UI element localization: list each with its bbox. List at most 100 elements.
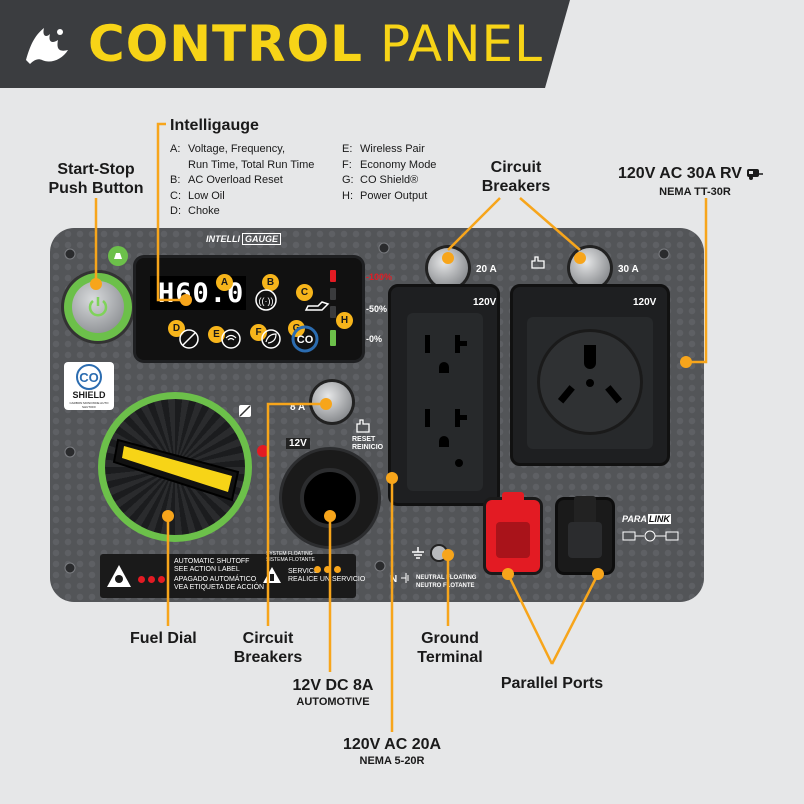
co-shield-badge: CO SHIELD CARBON MONOXIDE AUTO SHUTOFF <box>64 362 114 410</box>
rv-outlet-label: 120V AC 30A RV <box>618 165 742 182</box>
service-indicator-lights <box>314 560 341 578</box>
rv-trailer-icon <box>747 168 764 180</box>
legend-item: Run Time, Total Run Time <box>188 158 315 171</box>
auto-shutoff-en: AUTOMATIC SHUTOFF <box>174 558 250 565</box>
callout-ac-outlet: 120V AC 20A <box>342 736 442 753</box>
legend-item: A:Voltage, Frequency, <box>170 143 286 155</box>
auto-shutoff-es2: VEA ETIQUETA DE ACCIÓN <box>174 584 265 591</box>
reset-hand-icon-2 <box>531 256 545 269</box>
neutral-floating-icon: N <box>390 573 409 585</box>
low-oil-icon <box>304 301 330 311</box>
reset-hand-icon <box>356 419 370 433</box>
callout-fuel-dial: Fuel Dial <box>130 630 197 647</box>
legend-right: E:Wireless Pair F:Economy Mode G:CO Shie… <box>342 142 436 204</box>
badge-d: D <box>168 320 185 337</box>
power-icon <box>88 297 108 317</box>
auto-shutoff-en2: SEE ACTION LABEL <box>174 566 240 573</box>
shutoff-indicator-lights <box>138 570 165 588</box>
parallel-port-black[interactable] <box>558 496 612 572</box>
callout-ac-outlet-sub: NEMA 5-20R <box>359 755 425 767</box>
badge-a: A <box>216 274 233 291</box>
fuel-off-icon <box>239 405 251 417</box>
breaker-8a-label: 8 A <box>290 402 306 413</box>
parallel-port-black-socket <box>568 522 602 558</box>
breaker-30a-label: 30 A <box>618 264 639 275</box>
svg-text:CO: CO <box>297 334 314 346</box>
legend-item: D:Choke <box>170 205 220 217</box>
breaker-20a-button[interactable] <box>428 248 468 288</box>
callout-ground-terminal: Ground Terminal <box>417 630 483 666</box>
start-stop-button[interactable] <box>64 273 132 341</box>
service-wrench-icon <box>263 567 281 583</box>
parallel-port-red-socket <box>496 522 530 558</box>
callout-parallel-ports: Parallel Ports <box>500 675 604 692</box>
power-led-green <box>330 330 336 346</box>
economy-mode-icon[interactable] <box>260 328 282 350</box>
power-led-mid <box>330 288 336 300</box>
parallel-port-black-cap <box>574 496 596 524</box>
ac-20a-receptacles <box>425 335 467 467</box>
panel-screws <box>64 242 670 574</box>
page-title: CONTROL PANEL <box>88 14 543 74</box>
co-shield-icon: CO <box>76 364 102 390</box>
rv-receptacle <box>537 329 643 435</box>
callout-circuit-breakers-top: Circuit Breakers <box>481 159 551 195</box>
auto-shutoff-es: APAGADO AUTOMÁTICO <box>174 576 257 583</box>
header-banner: CONTROL PANEL <box>0 0 804 88</box>
overload-reset-icon[interactable]: ((·)) <box>254 288 278 312</box>
callout-start-stop: Start-Stop Push Button <box>48 161 144 197</box>
title-light: PANEL <box>379 15 543 73</box>
legend-item: B:AC Overload Reset <box>170 174 283 186</box>
badge-b: B <box>262 274 279 291</box>
svg-text:((·)): ((·)) <box>259 296 274 306</box>
badge-c: C <box>296 284 313 301</box>
callout-rv-outlet-sub: NEMA TT-30R <box>659 186 731 198</box>
warning-strip: AUTOMATIC SHUTOFF SEE ACTION LABEL APAGA… <box>100 554 365 598</box>
legend-item: H:Power Output <box>342 189 428 202</box>
title-bold: CONTROL <box>88 15 364 73</box>
ac-20a-outlet[interactable]: 120V <box>388 284 500 506</box>
breaker-8a-button[interactable] <box>312 382 352 422</box>
callout-dc-outlet: 12V DC 8A <box>292 677 374 694</box>
system-floating-es: SISTEMA FLOTANTE <box>266 557 315 563</box>
paralink-diagram-icon <box>622 530 679 542</box>
reset-label-es: REINICIO <box>352 444 384 451</box>
dc-outlet-socket <box>300 468 360 528</box>
badge-h: H <box>336 312 353 329</box>
power-level-0: -0% <box>366 334 383 344</box>
power-level-100: -100% <box>366 272 393 282</box>
callout-circuit-breakers-bottom: Circuit Breakers <box>233 630 303 666</box>
rv-30a-outlet[interactable]: 120V <box>510 284 670 466</box>
intelligauge-display: H60.0 A B ((·)) C D E F G CO H <box>136 258 362 360</box>
parallel-port-red[interactable] <box>486 492 540 572</box>
reset-label-en: RESET <box>352 436 376 443</box>
warning-gear-icon <box>107 565 131 587</box>
ground-terminal-screw[interactable] <box>432 546 446 560</box>
oil-can-icon <box>108 246 128 266</box>
breaker-30a-button[interactable] <box>570 248 610 288</box>
control-panel: CO SHIELD CARBON MONOXIDE AUTO SHUTOFF A… <box>50 228 704 602</box>
legend-item: C:Low Oil <box>170 189 225 202</box>
breaker-20a-label: 20 A <box>476 264 497 275</box>
ground-symbol-icon <box>412 547 424 559</box>
co-shield-label: SHIELD <box>72 390 106 400</box>
fuel-warning-icon <box>257 445 269 457</box>
callout-dc-outlet-sub: AUTOMOTIVE <box>296 696 370 708</box>
callout-rv-outlet: 120V AC 30A RV <box>618 164 764 183</box>
svg-text:CO: CO <box>79 370 99 385</box>
co-shield-indicator-icon: CO <box>291 325 319 353</box>
dc-outlet[interactable] <box>282 450 378 546</box>
svg-text:N: N <box>390 574 397 585</box>
choke-icon <box>179 329 199 349</box>
parallel-port-red-cap <box>502 492 524 522</box>
banner-background <box>0 0 570 88</box>
fuel-dial[interactable] <box>98 392 252 542</box>
legend-item: F:Economy Mode <box>342 158 437 171</box>
wireless-pair-icon[interactable] <box>220 328 242 350</box>
legend-left: A:Voltage, Frequency, Run Time, Total Ru… <box>170 142 314 220</box>
rv-receptacle-slots <box>557 345 623 404</box>
neutral-floating-es: NEUTRO FLOTANTE <box>416 583 475 589</box>
power-level-50: -50% <box>366 304 388 314</box>
